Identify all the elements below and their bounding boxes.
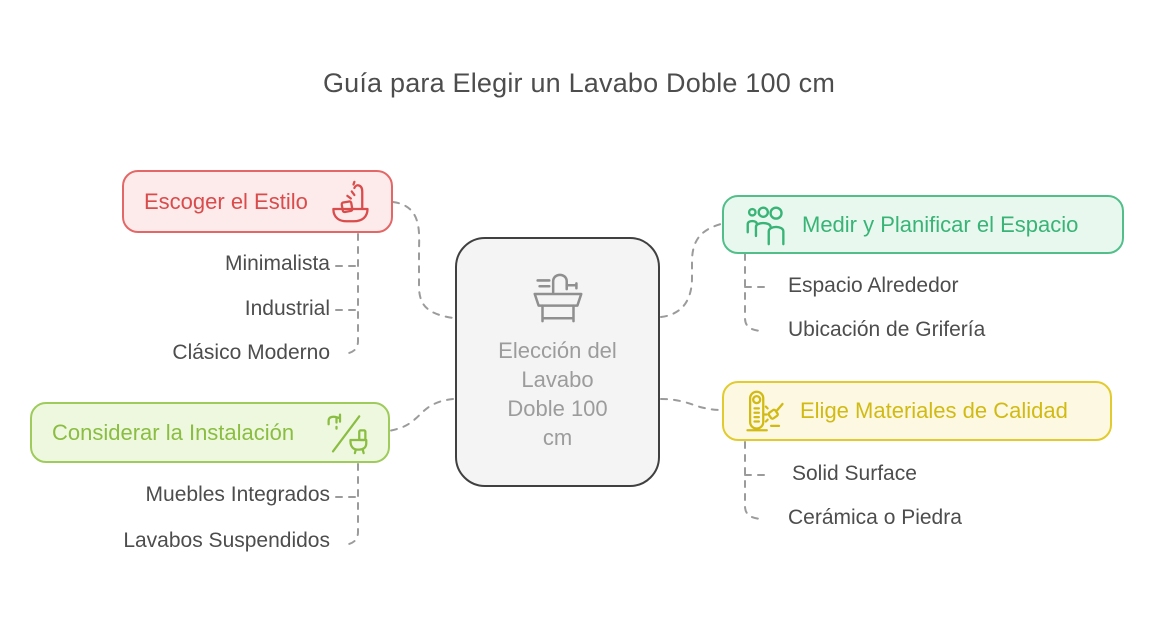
item-minimalista: Minimalista bbox=[224, 252, 330, 275]
page-title: Guía para Elegir un Lavabo Doble 100 cm bbox=[322, 68, 836, 98]
center-node: Elección del Lavabo Doble 100 cm bbox=[455, 237, 660, 487]
item-clasico-moderno: Clásico Moderno bbox=[172, 341, 330, 364]
item-ceramica-o-piedra: Cerámica o Piedra bbox=[788, 506, 962, 529]
item-ubicacion-de-griferia: Ubicación de Grifería bbox=[788, 318, 986, 341]
item-espacio-alrededor: Espacio Alrededor bbox=[788, 274, 959, 297]
branch-node-escoger-el-estilo: Escoger el Estilo bbox=[122, 170, 393, 233]
connector-center-to-espacio bbox=[660, 223, 722, 318]
item-solid-surface: Solid Surface bbox=[792, 462, 917, 485]
item-muebles-integrados: Muebles Integrados bbox=[145, 483, 330, 506]
branch-node-elige-materiales: Elige Materiales de Calidad bbox=[722, 381, 1112, 441]
trunk-espacio bbox=[744, 253, 762, 332]
trunk-instalacion bbox=[343, 463, 359, 546]
trunk-estilo bbox=[343, 233, 359, 355]
connector-center-to-instalacion bbox=[388, 398, 454, 432]
center-node-label: Elección del Lavabo Doble 100 cm bbox=[498, 338, 617, 450]
item-industrial: Industrial bbox=[244, 297, 330, 320]
branch-label: Elige Materiales de Calidad bbox=[800, 398, 1068, 423]
people-group-icon bbox=[744, 204, 788, 246]
connector-center-to-estilo bbox=[392, 201, 454, 319]
trunk-materiales bbox=[744, 441, 762, 520]
branch-node-considerar-la-instalacion: Considerar la Instalación bbox=[30, 402, 390, 463]
branch-label: Considerar la Instalación bbox=[52, 419, 295, 445]
sink-icon bbox=[523, 263, 593, 330]
shower-column-icon bbox=[744, 389, 786, 433]
faucet-toilet-icon bbox=[326, 411, 368, 455]
bathtub-shower-icon bbox=[329, 180, 371, 224]
item-lavabos-suspendidos: Lavabos Suspendidos bbox=[123, 529, 330, 552]
connector-center-to-materiales bbox=[660, 398, 722, 411]
branch-label: Medir y Planificar el Espacio bbox=[802, 211, 1079, 237]
branch-node-medir-y-planificar: Medir y Planificar el Espacio bbox=[722, 195, 1124, 254]
branch-label: Escoger el Estilo bbox=[144, 188, 308, 214]
